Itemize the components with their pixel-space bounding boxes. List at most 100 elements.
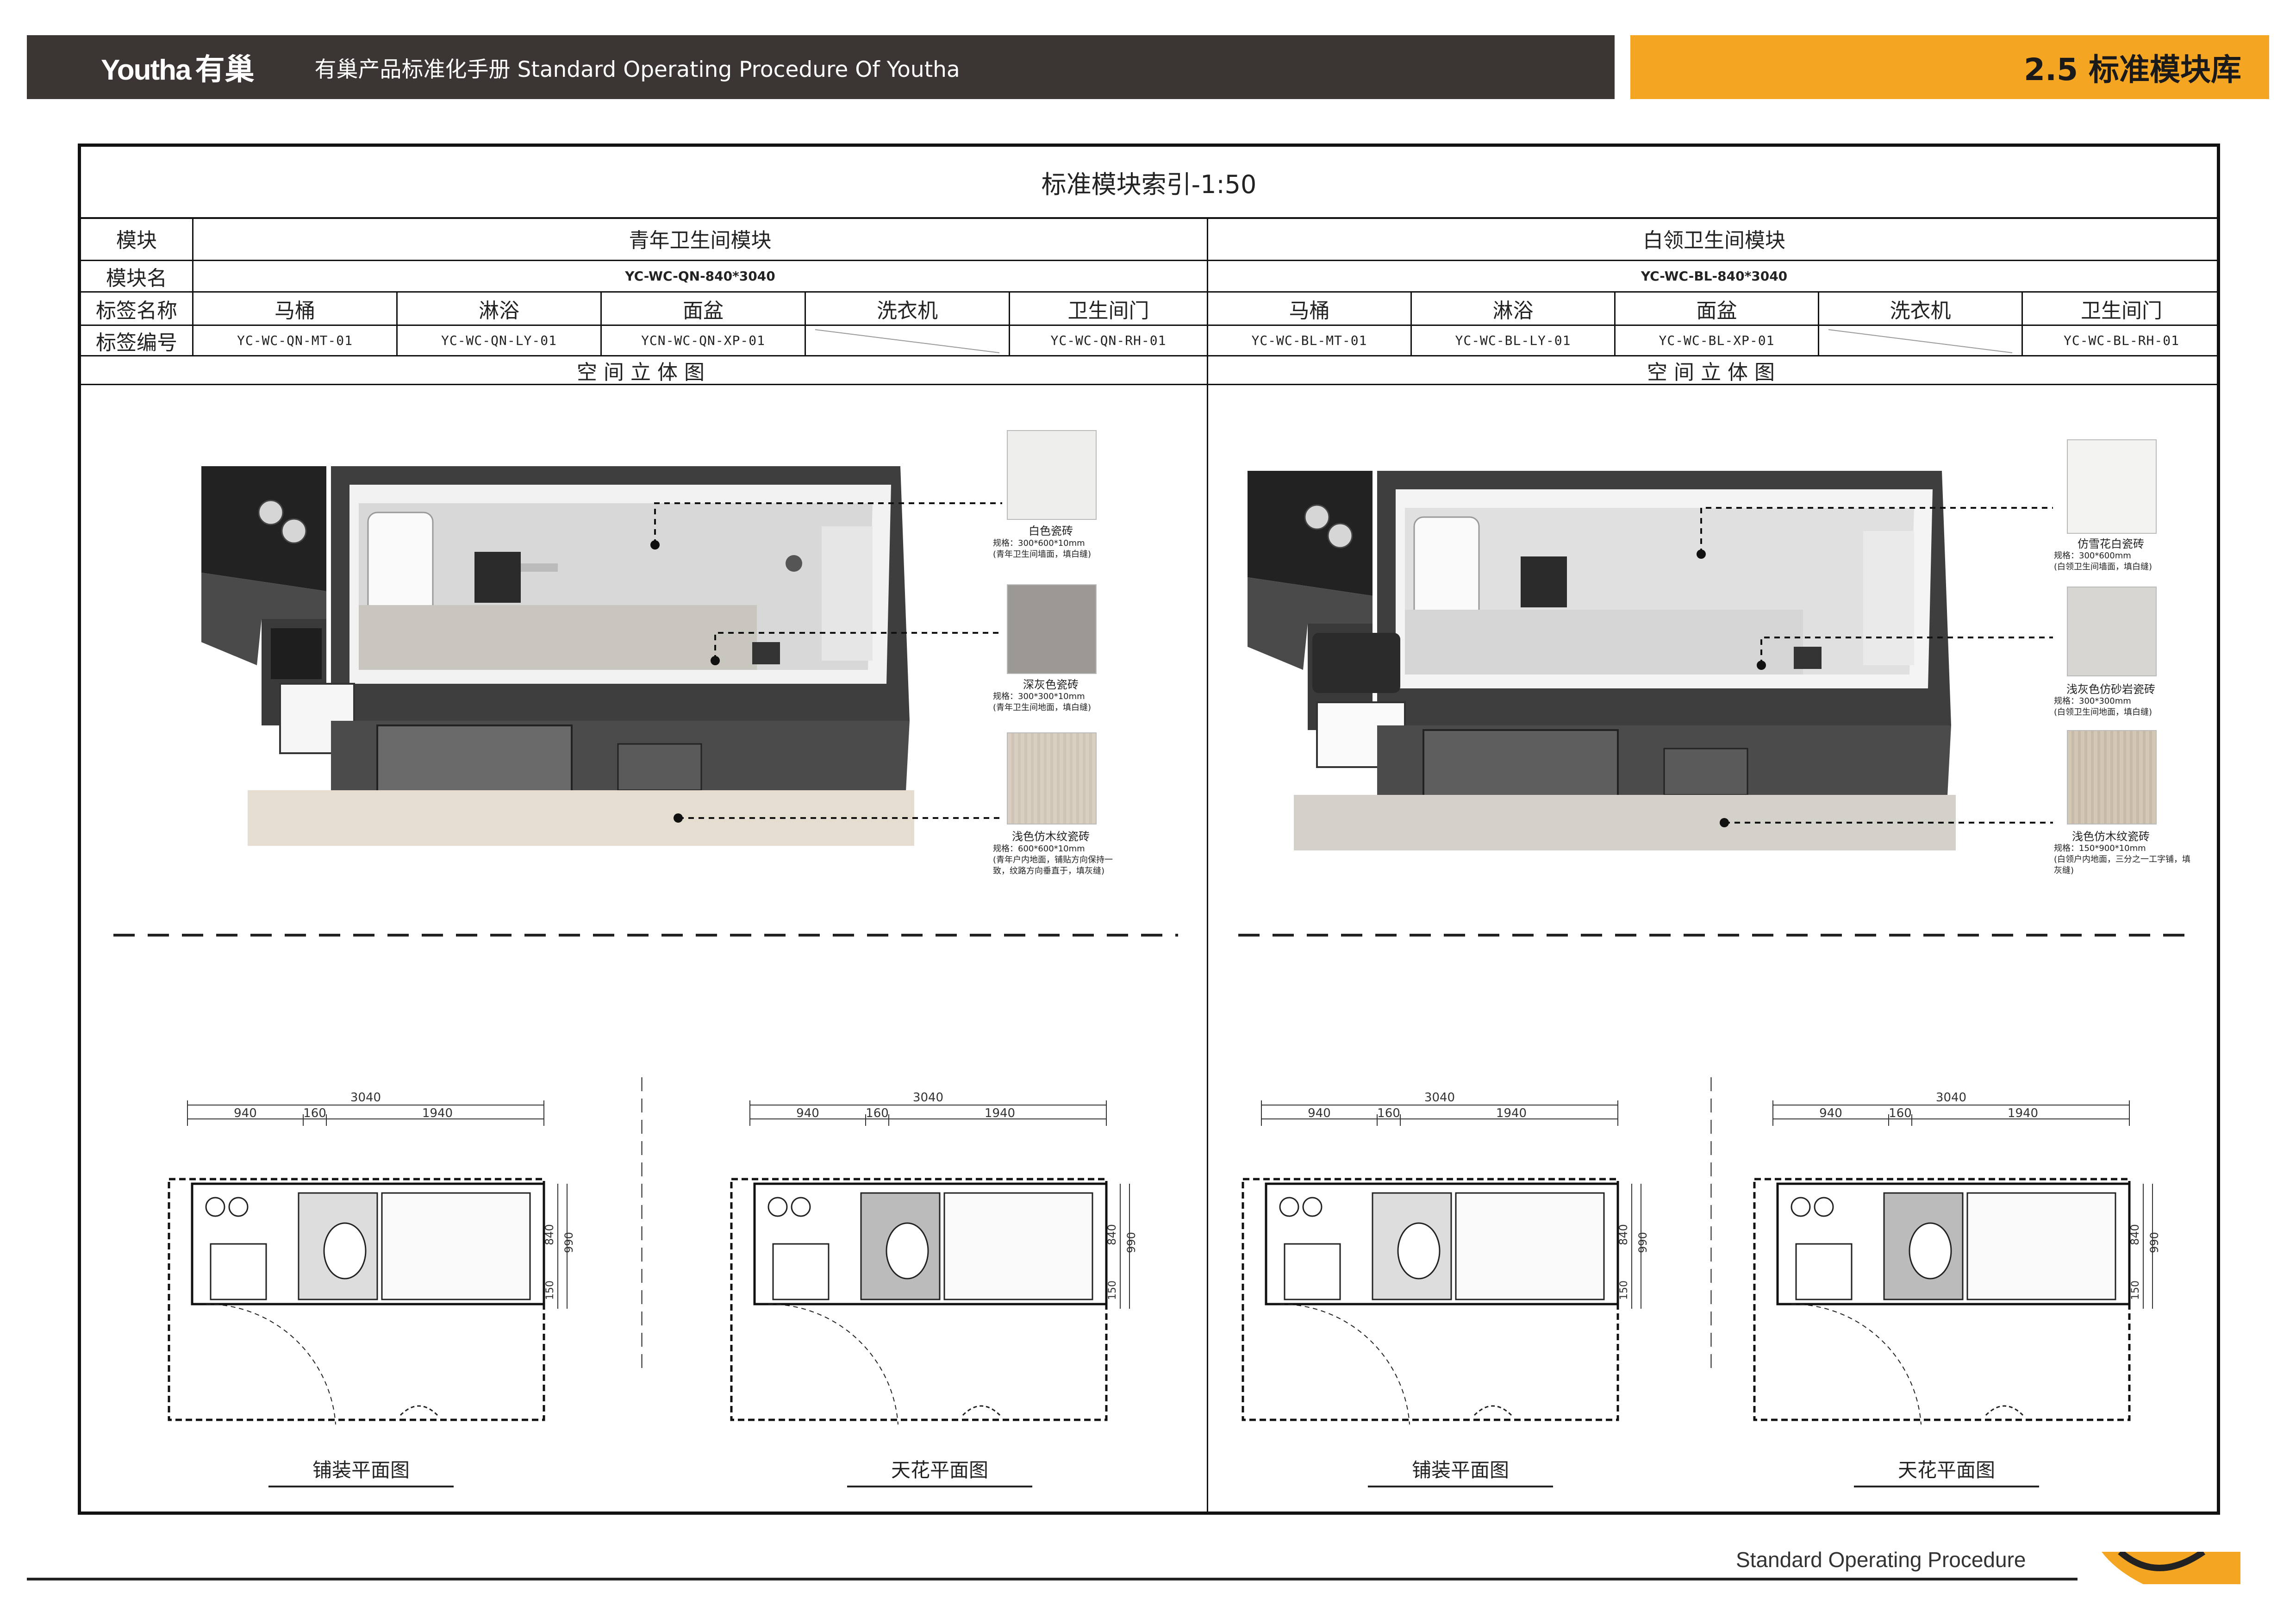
section-label-right: 空间立体图: [1647, 360, 1781, 384]
plan-label: 天花平面图: [1897, 1459, 1995, 1481]
dimension-a: 940: [234, 1106, 257, 1120]
footer-text: Standard Operating Procedure: [1736, 1548, 2026, 1572]
dashed-separator-left: [113, 934, 1178, 937]
dimension-total: 3040: [1424, 1091, 1455, 1105]
dimension-h3: 150: [2130, 1280, 2141, 1300]
material-name: 仿雪花白瓷砖: [2078, 537, 2144, 550]
tag-name: 洗衣机: [877, 299, 938, 323]
dimension-total: 3040: [1936, 1091, 1966, 1105]
floor-plan-drawing: 3040 940 160 1940 840 990 150: [168, 1091, 575, 1425]
footer-rule: [27, 1578, 2078, 1580]
module-code-right: YC-WC-BL-840*3040: [1641, 269, 1788, 284]
dimension-h1: 840: [1105, 1224, 1118, 1245]
dimension-h3: 150: [1107, 1280, 1118, 1300]
sandstone-tile-swatch: [2067, 587, 2157, 676]
row-label-module-name: 模块名: [106, 266, 167, 290]
tag-name: 卫生间门: [2081, 299, 2162, 323]
material-spec: 规格：600*600*10mm(青年户内地面，铺贴方向保持一致，纹路方向垂直于，…: [993, 844, 1113, 876]
plan-label-underline: [268, 1486, 454, 1487]
dimension-h1: 840: [1617, 1224, 1630, 1245]
material-spec: 规格：300*300mm(白领卫生间地面，填白缝): [2054, 696, 2152, 717]
empty-cell-slash: [1828, 329, 2013, 353]
row-label-tag-code: 标签编号: [96, 331, 177, 355]
material-spec: 规格：300*300*10mm(青年卫生间地面，填白缝): [993, 692, 1092, 712]
row-label-tag-name: 标签名称: [96, 299, 177, 323]
tag-code: YC-WC-BL-XP-01: [1659, 333, 1775, 348]
row-label-module: 模块: [116, 229, 157, 252]
manual-title: 有巢产品标准化手册 Standard Operating Procedure O…: [314, 56, 960, 82]
dimension-h1: 840: [543, 1224, 556, 1245]
material-name: 深灰色瓷砖: [1023, 678, 1079, 691]
material-name: 浅灰色仿砂岩瓷砖: [2066, 683, 2155, 696]
material-name: 浅色仿木纹瓷砖: [2072, 830, 2150, 843]
module-code-left: YC-WC-QN-840*3040: [625, 269, 775, 284]
material-spec: 规格：150*900*10mm(白领户内地面，三分之一工字铺，填灰缝): [2054, 843, 2191, 875]
logo-chinese: 有巢: [195, 53, 255, 87]
tag-code: YC-WC-BL-RH-01: [2063, 333, 2179, 348]
material-spec: 规格：300*600*10mm(青年卫生间墙面，填白缝): [993, 538, 1092, 559]
white-collar-bathroom-3d-render: [1248, 471, 2053, 850]
material-name: 白色瓷砖: [1029, 525, 1073, 537]
dimension-h2: 990: [562, 1232, 575, 1253]
dimension-h2: 990: [1636, 1232, 1649, 1253]
dimension-total: 3040: [913, 1091, 943, 1105]
tag-code: YC-WC-BL-LY-01: [1455, 333, 1571, 348]
plan-label-underline: [1854, 1486, 2039, 1487]
floor-plan-drawing: 3040 940 160 1940 840 990 150: [1753, 1091, 2161, 1425]
brand-logo: Youtha 有巢: [101, 46, 255, 88]
tag-code-empty: [806, 326, 1009, 355]
dimension-b: 160: [1889, 1106, 1912, 1120]
module-name-left: 青年卫生间模块: [629, 229, 772, 252]
panel-divider: [1207, 385, 1208, 1512]
wood-plank-tile-swatch: [2067, 730, 2157, 824]
floor-plan-drawing: 3040 940 160 1940 840 990 150: [730, 1091, 1138, 1425]
dimension-b: 160: [1377, 1106, 1400, 1120]
dimension-b: 160: [866, 1106, 889, 1120]
tag-code: YC-WC-BL-MT-01: [1251, 333, 1367, 348]
section-banner: 2.5 标准模块库: [1630, 35, 2269, 99]
empty-cell-slash: [815, 329, 1000, 353]
section-row: 空间立体图 空间立体图: [81, 356, 2217, 385]
module-code-row: 模块名 YC-WC-QN-840*3040 YC-WC-BL-840*3040: [81, 261, 2217, 293]
floor-plan-drawing: 3040 940 160 1940 840 990 150: [1242, 1091, 1649, 1425]
dimension-a: 940: [1308, 1106, 1331, 1120]
plan-divider-left: [641, 1077, 643, 1374]
dimension-total: 3040: [350, 1091, 381, 1105]
section-title: 2.5 标准模块库: [2024, 52, 2241, 87]
dimension-h3: 150: [1618, 1280, 1630, 1300]
tag-name: 马桶: [1289, 299, 1330, 323]
plan-label: 铺装平面图: [312, 1459, 410, 1481]
dimension-c: 1940: [985, 1106, 1015, 1120]
section-label-left: 空间立体图: [577, 360, 711, 384]
plan-divider-right: [1710, 1077, 1712, 1374]
dimension-c: 1940: [2008, 1106, 2038, 1120]
dimension-b: 160: [303, 1106, 326, 1120]
plan-label-underline: [1368, 1486, 1553, 1487]
tag-code: YC-WC-QN-RH-01: [1050, 333, 1167, 348]
tag-name: 卫生间门: [1067, 299, 1149, 323]
tag-name: 淋浴: [1492, 299, 1534, 323]
dark-grey-tile-swatch: [1007, 584, 1097, 674]
dimension-c: 1940: [422, 1106, 453, 1120]
header-bar: Youtha 有巢 有巢产品标准化手册 Standard Operating P…: [27, 35, 1615, 99]
dimension-h2: 990: [2148, 1232, 2161, 1253]
white-tile-swatch: [1007, 430, 1097, 520]
tag-name: 马桶: [275, 299, 315, 323]
tag-name: 洗衣机: [1890, 299, 1951, 323]
tag-name: 面盆: [683, 299, 724, 323]
dashed-separator-right: [1238, 934, 2187, 937]
tag-code-empty: [1819, 326, 2021, 355]
module-row: 模块 青年卫生间模块 白领卫生间模块: [81, 217, 2217, 261]
youth-bathroom-3d-render: [201, 466, 1002, 846]
tag-code: YC-WC-QN-MT-01: [237, 333, 353, 348]
sheet-title: 标准模块索引-1:50: [81, 147, 2217, 219]
index-sheet: 标准模块索引-1:50 模块 青年卫生间模块 白领卫生间模块 模块名 YC-WC…: [78, 144, 2220, 1515]
material-spec: 规格：300*600mm(白领卫生间墙面，填白缝): [2054, 551, 2152, 572]
wood-tile-swatch: [1007, 732, 1097, 824]
plan-label-underline: [847, 1486, 1032, 1487]
dimension-a: 940: [796, 1106, 819, 1120]
module-name-right: 白领卫生间模块: [1643, 229, 1785, 252]
dimension-h3: 150: [544, 1280, 556, 1300]
tag-code: YC-WC-QN-LY-01: [441, 333, 557, 348]
dimension-a: 940: [1819, 1106, 1842, 1120]
